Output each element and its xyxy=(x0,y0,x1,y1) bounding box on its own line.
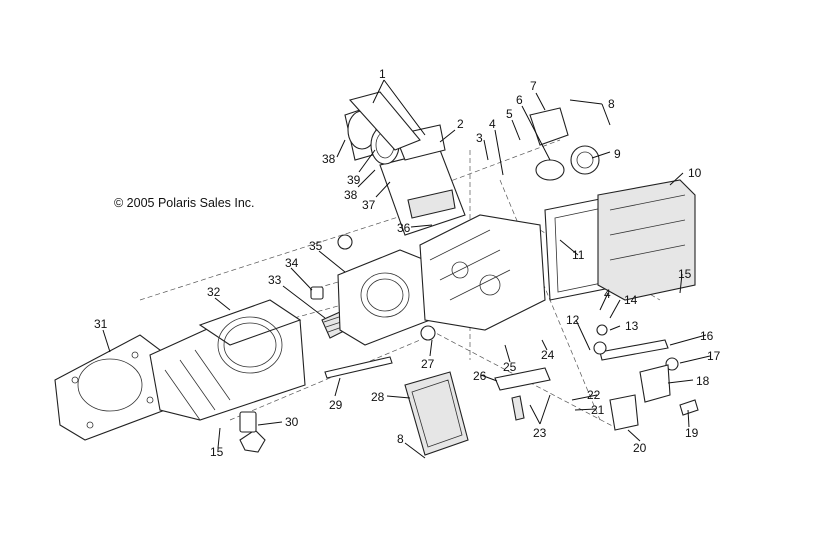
callout-1: 1 xyxy=(379,67,386,81)
callout-15b: 15 xyxy=(210,445,224,459)
part-29-stud xyxy=(324,356,393,379)
callout-15: 15 xyxy=(678,267,692,281)
callout-12: 12 xyxy=(566,313,580,327)
callout-6: 6 xyxy=(516,93,523,107)
callout-2: 2 xyxy=(457,117,464,131)
callout-29: 29 xyxy=(329,398,343,412)
callout-30: 30 xyxy=(285,415,299,429)
callout-7: 7 xyxy=(530,79,537,93)
callout-11: 11 xyxy=(572,248,585,262)
copyright-notice: © 2005 Polaris Sales Inc. xyxy=(114,196,255,210)
callout-8b: 8 xyxy=(397,432,404,446)
part-35-head-gasket xyxy=(337,249,431,346)
callout-13: 13 xyxy=(625,319,639,333)
callout-10: 10 xyxy=(688,166,702,180)
callout-26: 26 xyxy=(473,369,487,383)
callout-22: 22 xyxy=(587,388,601,402)
callout-28: 28 xyxy=(371,390,385,404)
callout-36: 36 xyxy=(397,221,411,235)
part-28-side-cover xyxy=(404,371,469,456)
part-10-valve-cover xyxy=(597,179,696,301)
callout-14: 14 xyxy=(624,293,638,307)
part-26-gasket xyxy=(494,367,551,421)
part-cylinder-head xyxy=(337,214,546,341)
callout-18: 18 xyxy=(696,374,710,388)
callout-32: 32 xyxy=(207,285,221,299)
callout-33: 33 xyxy=(268,273,282,287)
callout-8: 8 xyxy=(608,97,615,111)
callout-27: 27 xyxy=(421,357,435,371)
callout-21: 21 xyxy=(591,403,605,417)
part-intake-assembly xyxy=(344,91,466,236)
callout-23: 23 xyxy=(533,426,547,440)
part-tensioner-group xyxy=(593,324,699,431)
callout-34: 34 xyxy=(285,256,299,270)
callout-24: 24 xyxy=(541,348,555,362)
callout-20: 20 xyxy=(633,441,647,455)
callout-38b: 38 xyxy=(322,152,336,166)
callout-4b: 4 xyxy=(604,287,611,301)
callout-37: 37 xyxy=(362,198,376,212)
callout-labels: 1 2 3 4 5 6 7 8 9 10 11 12 13 14 15 15 1… xyxy=(94,67,721,459)
callout-4: 4 xyxy=(489,117,496,131)
callout-19: 19 xyxy=(685,426,699,440)
part-6-7-9-fittings xyxy=(529,107,600,181)
callout-31: 31 xyxy=(94,317,108,331)
callout-39: 39 xyxy=(347,173,361,187)
callout-35: 35 xyxy=(309,239,323,253)
callout-38: 38 xyxy=(344,188,358,202)
callout-25: 25 xyxy=(503,360,517,374)
part-34-dowel xyxy=(310,286,324,300)
part-30-elbow xyxy=(239,411,266,453)
callout-5: 5 xyxy=(506,107,513,121)
part-32-cylinder xyxy=(149,299,306,421)
callout-16: 16 xyxy=(700,329,714,343)
callout-17: 17 xyxy=(707,349,721,363)
callout-3: 3 xyxy=(476,131,483,145)
callout-9: 9 xyxy=(614,147,621,161)
leader-lines xyxy=(102,79,711,459)
